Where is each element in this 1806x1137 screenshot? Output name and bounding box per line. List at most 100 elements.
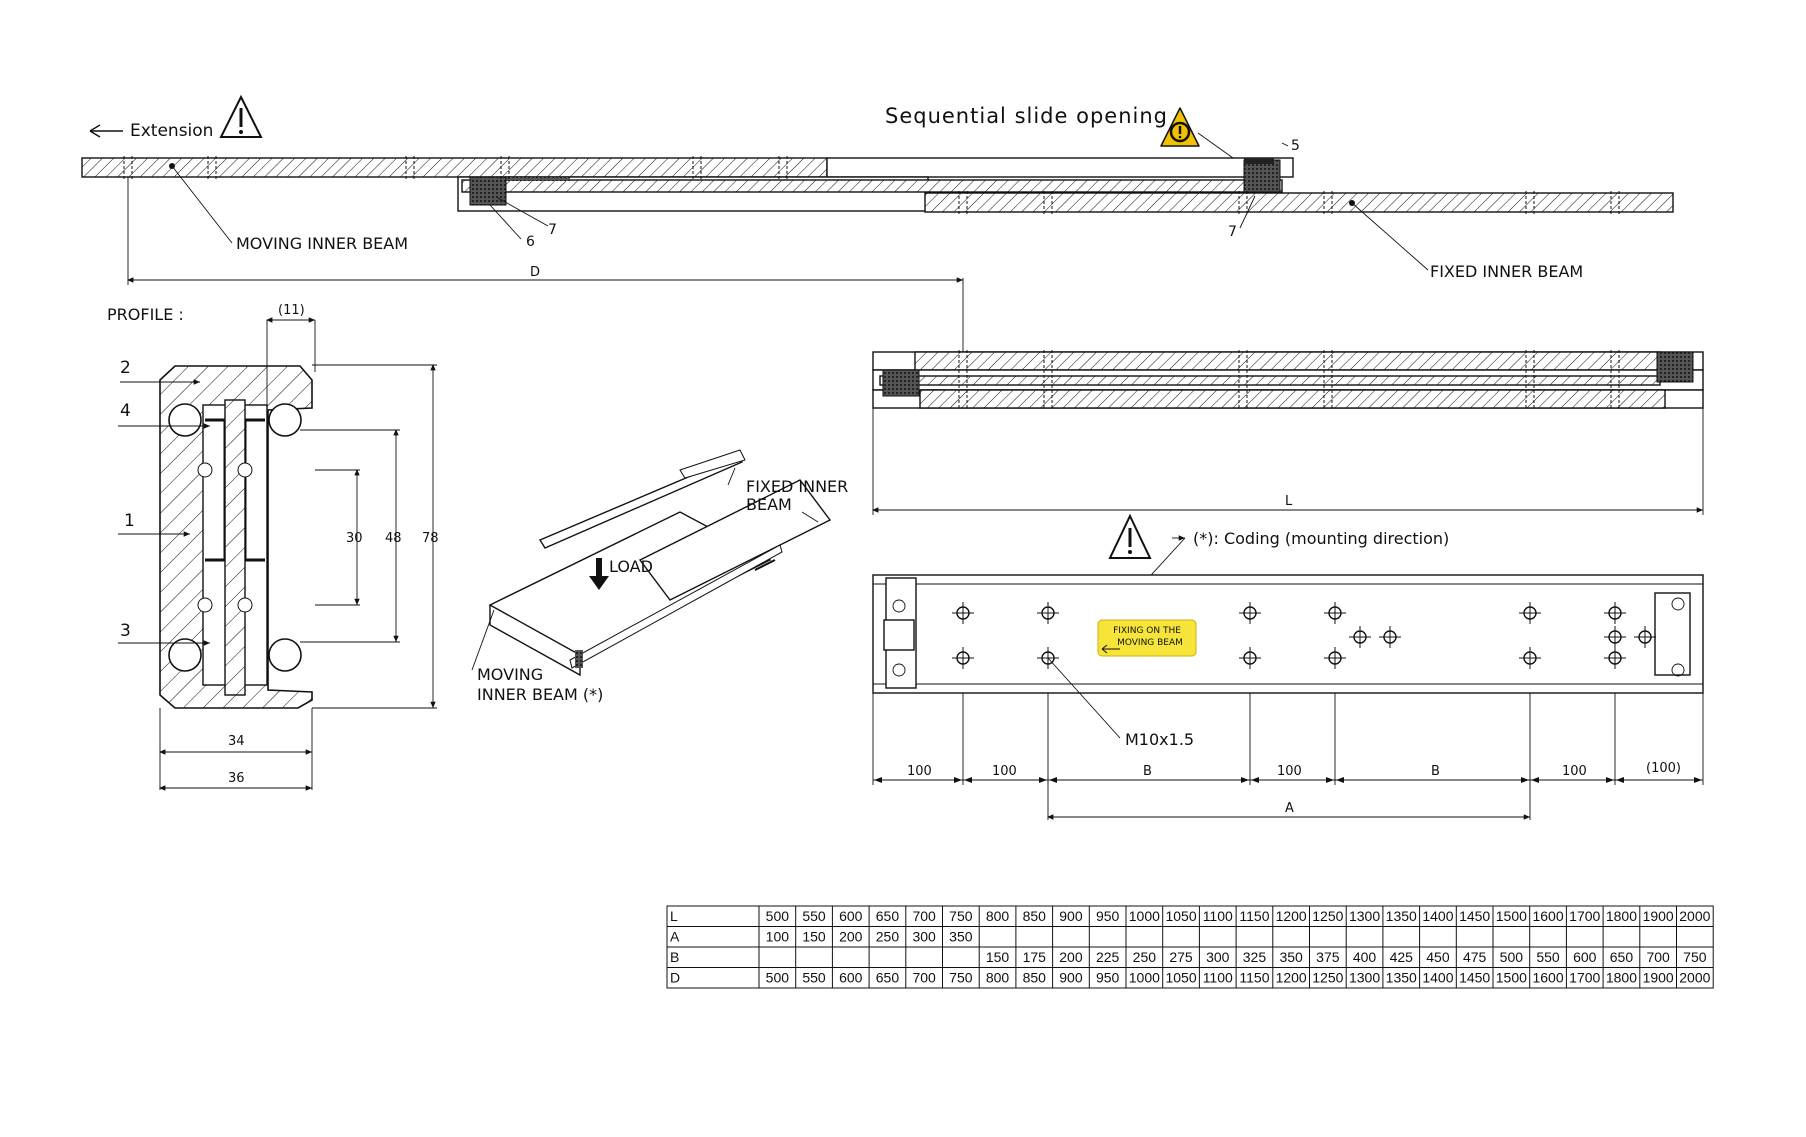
- table-cell: 1450: [1459, 908, 1490, 924]
- table-cell: 950: [1096, 970, 1120, 986]
- table-cell: 1500: [1496, 970, 1527, 986]
- table-cell: 300: [1206, 949, 1230, 965]
- profile-section: PROFILE : 2 4 1 3 (11) 30: [107, 303, 439, 791]
- table-cell: 1100: [1203, 970, 1233, 986]
- moving-inner-beam-iso-2: INNER BEAM (*): [477, 685, 603, 704]
- table-row-label: D: [670, 970, 680, 986]
- moving-inner-beam-iso-1: MOVING: [477, 665, 543, 684]
- moving-inner-beam-label: MOVING INNER BEAM: [236, 234, 408, 253]
- table-cell: 400: [1353, 949, 1377, 965]
- table-cell: 700: [1646, 949, 1670, 965]
- table-cell: 325: [1243, 949, 1267, 965]
- part-number-3: 3: [120, 621, 131, 641]
- dim-78: 78: [422, 531, 439, 546]
- dim-36: 36: [228, 771, 245, 786]
- table-cell: 1500: [1496, 908, 1527, 924]
- table-cell: 300: [912, 929, 936, 945]
- table-cell: 600: [839, 908, 863, 924]
- table-cell: 650: [1610, 949, 1634, 965]
- warning-caution-icon: [1160, 107, 1200, 147]
- coding-sticker: [1097, 619, 1197, 657]
- table-cell: 200: [1059, 949, 1083, 965]
- table-cell: 600: [839, 970, 863, 986]
- coding-label: (*): Coding (mounting direction): [1193, 529, 1449, 548]
- dim-d: D: [530, 265, 540, 280]
- table-cell: 2000: [1679, 970, 1710, 986]
- table-cell: 600: [1573, 949, 1597, 965]
- thread-label: M10x1.5: [1125, 730, 1194, 749]
- load-arrow-icon: [589, 558, 609, 590]
- table-cell: 1250: [1312, 908, 1343, 924]
- table-cell: 850: [1023, 908, 1047, 924]
- table-cell: 500: [1500, 949, 1524, 965]
- table-cell: 1250: [1312, 970, 1343, 986]
- table-cell: 700: [912, 970, 936, 986]
- table-cell: 150: [986, 949, 1010, 965]
- table-cell: 1800: [1606, 908, 1637, 924]
- table-cell: 900: [1059, 908, 1083, 924]
- table-cell: 1600: [1532, 970, 1563, 986]
- table-cell: 1100: [1203, 908, 1233, 924]
- part-number-5: 5: [1291, 138, 1300, 154]
- table-cell: 1800: [1606, 970, 1637, 986]
- fixed-inner-beam-iso-1: FIXED INNER: [746, 477, 848, 496]
- table-cell: 750: [1683, 949, 1707, 965]
- profile-label: PROFILE :: [107, 305, 184, 324]
- table-cell: 1400: [1422, 970, 1453, 986]
- table-cell: 1150: [1239, 908, 1269, 924]
- table-cell: 1350: [1386, 970, 1417, 986]
- table-cell: 1700: [1569, 970, 1600, 986]
- warning-triangle-icon: [219, 94, 263, 138]
- table-row-label: L: [670, 908, 678, 924]
- table-cell: 2000: [1679, 908, 1710, 924]
- dim-bottom-5: 100: [1562, 764, 1587, 779]
- dim-bottom-6: (100): [1646, 761, 1681, 776]
- table-cell: 1200: [1276, 908, 1307, 924]
- dim-30: 30: [346, 531, 363, 546]
- extension-label: Extension: [130, 121, 213, 141]
- part-number-2: 2: [120, 358, 131, 378]
- table-cell: 950: [1096, 908, 1120, 924]
- part-number-1: 1: [124, 511, 135, 531]
- table-cell: 850: [1023, 970, 1047, 986]
- part-number-4: 4: [120, 401, 131, 421]
- table-cell: 1900: [1643, 970, 1674, 986]
- table-cell: 1600: [1532, 908, 1563, 924]
- warning-triangle-icon: [1108, 513, 1152, 559]
- part-number-7a: 7: [548, 222, 557, 238]
- table-cell: 800: [986, 908, 1010, 924]
- table-row-label: A: [670, 929, 680, 945]
- dim-bottom-3: 100: [1277, 764, 1302, 779]
- table-cell: 250: [876, 929, 900, 945]
- dim-l: L: [1285, 494, 1293, 509]
- table-cell: 1050: [1165, 970, 1196, 986]
- part-number-7b: 7: [1228, 224, 1237, 240]
- dim-11: (11): [278, 303, 305, 318]
- table-cell: 1050: [1165, 908, 1196, 924]
- table-cell: 1400: [1422, 908, 1453, 924]
- table-cell: 500: [766, 908, 790, 924]
- table-cell: 100: [766, 929, 790, 945]
- table-cell: 1700: [1569, 908, 1600, 924]
- load-label: LOAD: [609, 557, 653, 576]
- table-cell: 425: [1390, 949, 1414, 965]
- table-row-label: B: [670, 949, 679, 965]
- table-cell: 650: [876, 970, 900, 986]
- table-cell: 350: [1279, 949, 1303, 965]
- dim-bottom-0: 100: [907, 764, 932, 779]
- dim-bottom-1: 100: [992, 764, 1017, 779]
- table-cell: 450: [1426, 949, 1450, 965]
- table-cell: 1300: [1349, 970, 1380, 986]
- table-cell: 475: [1463, 949, 1487, 965]
- table-cell: 500: [766, 970, 790, 986]
- table-cell: 150: [802, 929, 826, 945]
- table-cell: 1200: [1276, 970, 1307, 986]
- fixed-inner-beam: [924, 192, 1674, 213]
- sticker-line-1: FIXING ON THE: [1113, 626, 1181, 636]
- table-cell: 700: [912, 908, 936, 924]
- closed-view: L: [872, 350, 1704, 515]
- table-cell: 175: [1023, 949, 1047, 965]
- moving-inner-beam: [81, 157, 828, 178]
- table-cell: 200: [839, 929, 863, 945]
